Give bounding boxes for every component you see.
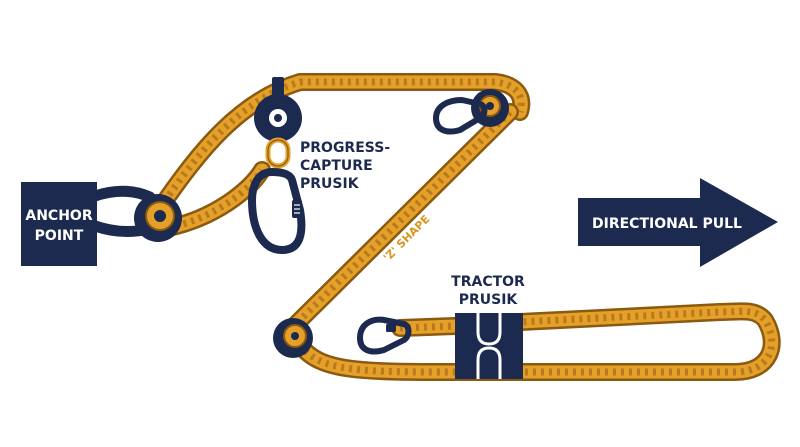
progress-label-line3: PRUSIK xyxy=(300,176,360,192)
carabiner-right-icon xyxy=(433,97,488,135)
anchor-pulley-icon xyxy=(134,194,182,242)
directional-pull-label: DIRECTIONAL PULL xyxy=(592,216,742,232)
progress-label-line1: PROGRESS- xyxy=(300,140,390,156)
carabiner-large-icon xyxy=(248,168,306,254)
anchor-label-line1: ANCHOR xyxy=(25,208,92,224)
tractor-prusik-label: TRACTOR PRUSIK xyxy=(451,274,525,308)
rope-bottom-leg xyxy=(291,302,781,381)
progress-label-line2: CAPTURE xyxy=(300,158,373,174)
tractor-prusik-block-icon xyxy=(455,313,523,379)
directional-pull-arrow: DIRECTIONAL PULL xyxy=(578,178,778,267)
tractor-label-line1: TRACTOR xyxy=(451,274,525,290)
anchor-point-box: ANCHOR POINT xyxy=(21,182,97,266)
progress-capture-label: PROGRESS- CAPTURE PRUSIK xyxy=(300,140,390,192)
chain-links xyxy=(265,137,291,169)
carabiner-bottom-icon xyxy=(357,316,412,355)
anchor-label-line2: POINT xyxy=(35,228,84,244)
tractor-label-line2: PRUSIK xyxy=(459,292,519,308)
arrow-right-icon xyxy=(578,178,778,267)
top-pulley-icon xyxy=(254,77,302,142)
bottom-pulley-icon xyxy=(273,318,313,358)
rope-diagonal-leg xyxy=(281,103,519,339)
